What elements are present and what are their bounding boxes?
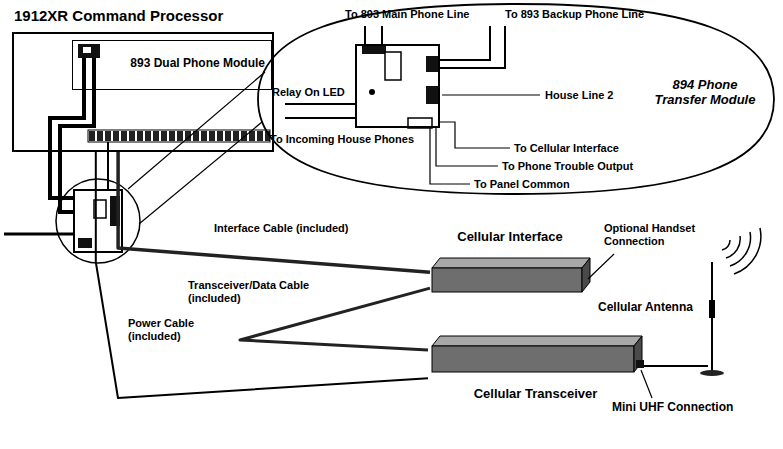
phone-module-board: 893 Dual Phone Module <box>72 40 272 90</box>
cellular-antenna-part <box>709 300 715 318</box>
callout-label: To Incoming House Phones <box>270 133 414 146</box>
cellular-units-part <box>636 360 644 368</box>
panel-parts-part <box>107 142 109 190</box>
callout-label: To 893 Backup Phone Line <box>505 8 644 21</box>
cellular-units <box>432 254 708 398</box>
panel-parts-part <box>60 58 94 212</box>
callout-label: Optional Handset Connection <box>604 222 699 248</box>
panel-parts-part <box>78 44 100 58</box>
cellular-antenna-part <box>700 370 724 376</box>
node-text: 893 Dual Phone Module <box>130 57 265 71</box>
cellular-units-part <box>588 254 614 279</box>
callout-label: Mini UHF Connection <box>612 400 733 414</box>
node-text: 1912XR Command Processor <box>14 7 223 24</box>
cellular-units-part <box>432 336 642 346</box>
transfer-module-board: 894 Phone Transfer Module <box>355 44 440 128</box>
node-text: Cellular Transceiver <box>428 387 643 402</box>
zoom-callout-part <box>440 26 505 68</box>
zoom-callout-part <box>440 122 510 148</box>
cable-label: Power Cable (included) <box>126 317 214 343</box>
zoom-callout-part <box>365 26 382 44</box>
cellular-units-part <box>641 370 652 398</box>
cable-label: Transceiver/Data Cable (included) <box>186 279 340 305</box>
cable-label: Interface Cable (included) <box>212 222 350 235</box>
cellular-units-part <box>582 258 590 292</box>
node-text: 894 Phone Transfer Module <box>645 78 765 108</box>
cellular-interface-unit: Cellular Interface <box>430 230 590 296</box>
cellular-units-part <box>644 365 708 367</box>
cellular-units-part <box>432 268 582 292</box>
cellular-antenna <box>700 228 761 376</box>
small-transfer-module-part <box>78 238 92 248</box>
callout-label: Cellular Antenna <box>598 300 693 314</box>
callout-label: To Panel Common <box>474 178 570 191</box>
zoom-callout-part <box>442 94 540 95</box>
small-transfer-module-part <box>4 233 74 236</box>
zoom-callout-part <box>258 4 774 194</box>
cellular-transceiver-unit: Cellular Transceiver <box>428 328 643 404</box>
zoom-callout-part <box>426 56 440 72</box>
callout-label: To Phone Trouble Output <box>502 160 633 173</box>
zoom-callout-part <box>369 89 375 95</box>
zoom-callout-part <box>426 86 440 104</box>
zoom-callout <box>258 4 774 194</box>
callout-label: Relay On LED <box>272 86 345 99</box>
zoom-callout-part <box>285 104 355 118</box>
zoom-callout-part <box>436 128 498 166</box>
callout-label: To Cellular Interface <box>514 142 619 155</box>
cellular-units-part <box>432 258 590 268</box>
cable-line <box>118 152 430 272</box>
callout-label: House Line 2 <box>545 89 613 102</box>
panel-parts <box>50 44 270 212</box>
callout-label: To 893 Main Phone Line <box>345 8 469 21</box>
control-panel-box: 1912XR Command Processor893 Dual Phone M… <box>12 32 274 152</box>
small-transfer-module-part <box>74 190 122 252</box>
zoom-callout-part <box>430 128 470 184</box>
cable-line <box>96 152 428 398</box>
panel-parts-part <box>88 130 270 142</box>
node-text: Cellular Interface <box>430 230 590 245</box>
panel-parts-part <box>83 47 91 53</box>
cellular-antenna-part <box>722 228 761 274</box>
zoom-callout-part <box>385 52 401 80</box>
cellular-units-part <box>432 346 634 372</box>
small-transfer-module-part <box>128 72 265 224</box>
